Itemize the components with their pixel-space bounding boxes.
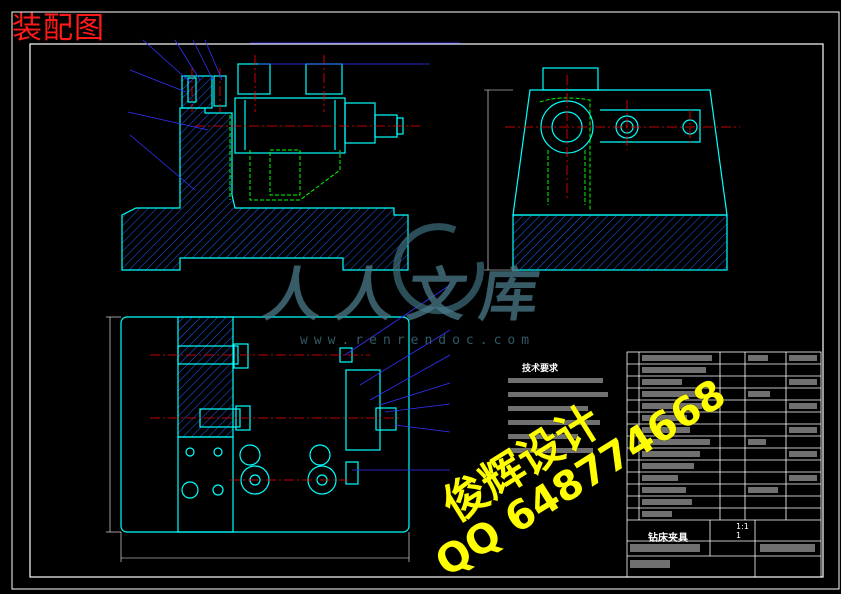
top-view: [120, 316, 410, 533]
title-block-scale: 1:1: [736, 522, 749, 531]
parts-list-fill: [630, 355, 817, 568]
side-view: [512, 67, 728, 271]
side-view-centerlines: [505, 75, 740, 200]
side-view-dimension: [484, 89, 513, 271]
front-view-leaders: [127, 39, 460, 191]
top-view-centerlines: [150, 354, 400, 481]
watermark-site-name: 人人文库: [259, 261, 558, 329]
top-view-leaders: [344, 284, 451, 471]
title-block-sheet: 1: [736, 531, 742, 540]
drawing-title: 装配图: [12, 11, 105, 46]
parts-list: [626, 351, 822, 578]
watermark-url: www.renrendoc.com: [300, 333, 536, 348]
front-view-hidden: [229, 115, 341, 201]
title-block-drawing-name: 钻床夹具: [648, 533, 688, 544]
side-view-hidden: [539, 97, 591, 210]
watermark-logo-ring: [393, 223, 485, 315]
technical-requirements-lines: [508, 378, 608, 453]
top-view-dimensions: [106, 316, 410, 562]
technical-requirements-heading: 技术要求: [522, 364, 559, 374]
inner-border: [29, 43, 824, 578]
front-view: [121, 63, 409, 271]
outer-border: [11, 11, 840, 590]
